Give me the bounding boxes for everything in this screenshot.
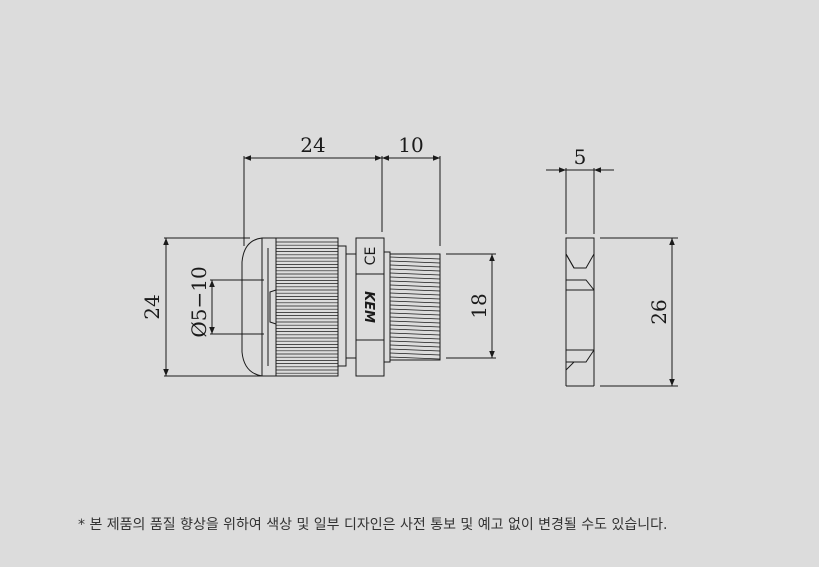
thread-line (389, 264, 441, 268)
thread-line (389, 352, 441, 356)
brand-logo-mark: KEM (361, 291, 376, 323)
dim-nut-thickness: 5 (574, 145, 587, 169)
disclaimer-notice: * 본 제품의 품질 향상을 위하여 색상 및 일부 디자인은 사전 통보 및 … (78, 517, 668, 533)
dim-thread-length: 10 (398, 133, 423, 157)
thread-line (389, 320, 441, 324)
thread-line (389, 328, 441, 332)
thread-line (389, 280, 441, 284)
dim-overall-height: 24 (140, 294, 164, 319)
thread-line (389, 348, 441, 352)
thread-line (389, 288, 441, 292)
thread-line (389, 340, 441, 344)
thread-line (389, 324, 441, 328)
thread-line (389, 332, 441, 336)
thread-line (389, 272, 441, 276)
thread-line (389, 300, 441, 304)
dim-front-length: 24 (300, 133, 325, 157)
thread-line (389, 344, 441, 348)
thread-line (389, 304, 441, 308)
dim-cable-range: Ø5−10 (187, 266, 211, 337)
gland-side-view (241, 237, 441, 377)
thread-line (389, 356, 441, 360)
thread-line (389, 268, 441, 272)
thread-line (389, 292, 441, 296)
dim-thread-diameter: 18 (467, 293, 491, 318)
thread-line (389, 336, 441, 340)
thread-line (389, 296, 441, 300)
thread-line (389, 260, 441, 264)
thread-line (389, 316, 441, 320)
thread-line (389, 256, 441, 260)
ce-mark: CE (363, 247, 379, 266)
locknut-view (565, 237, 595, 387)
thread-line (389, 308, 441, 312)
dim-nut-width: 26 (647, 299, 671, 324)
knurl-lines (276, 241, 338, 374)
thread-line (389, 276, 441, 280)
thread-line (389, 312, 441, 316)
thread-line (389, 284, 441, 288)
